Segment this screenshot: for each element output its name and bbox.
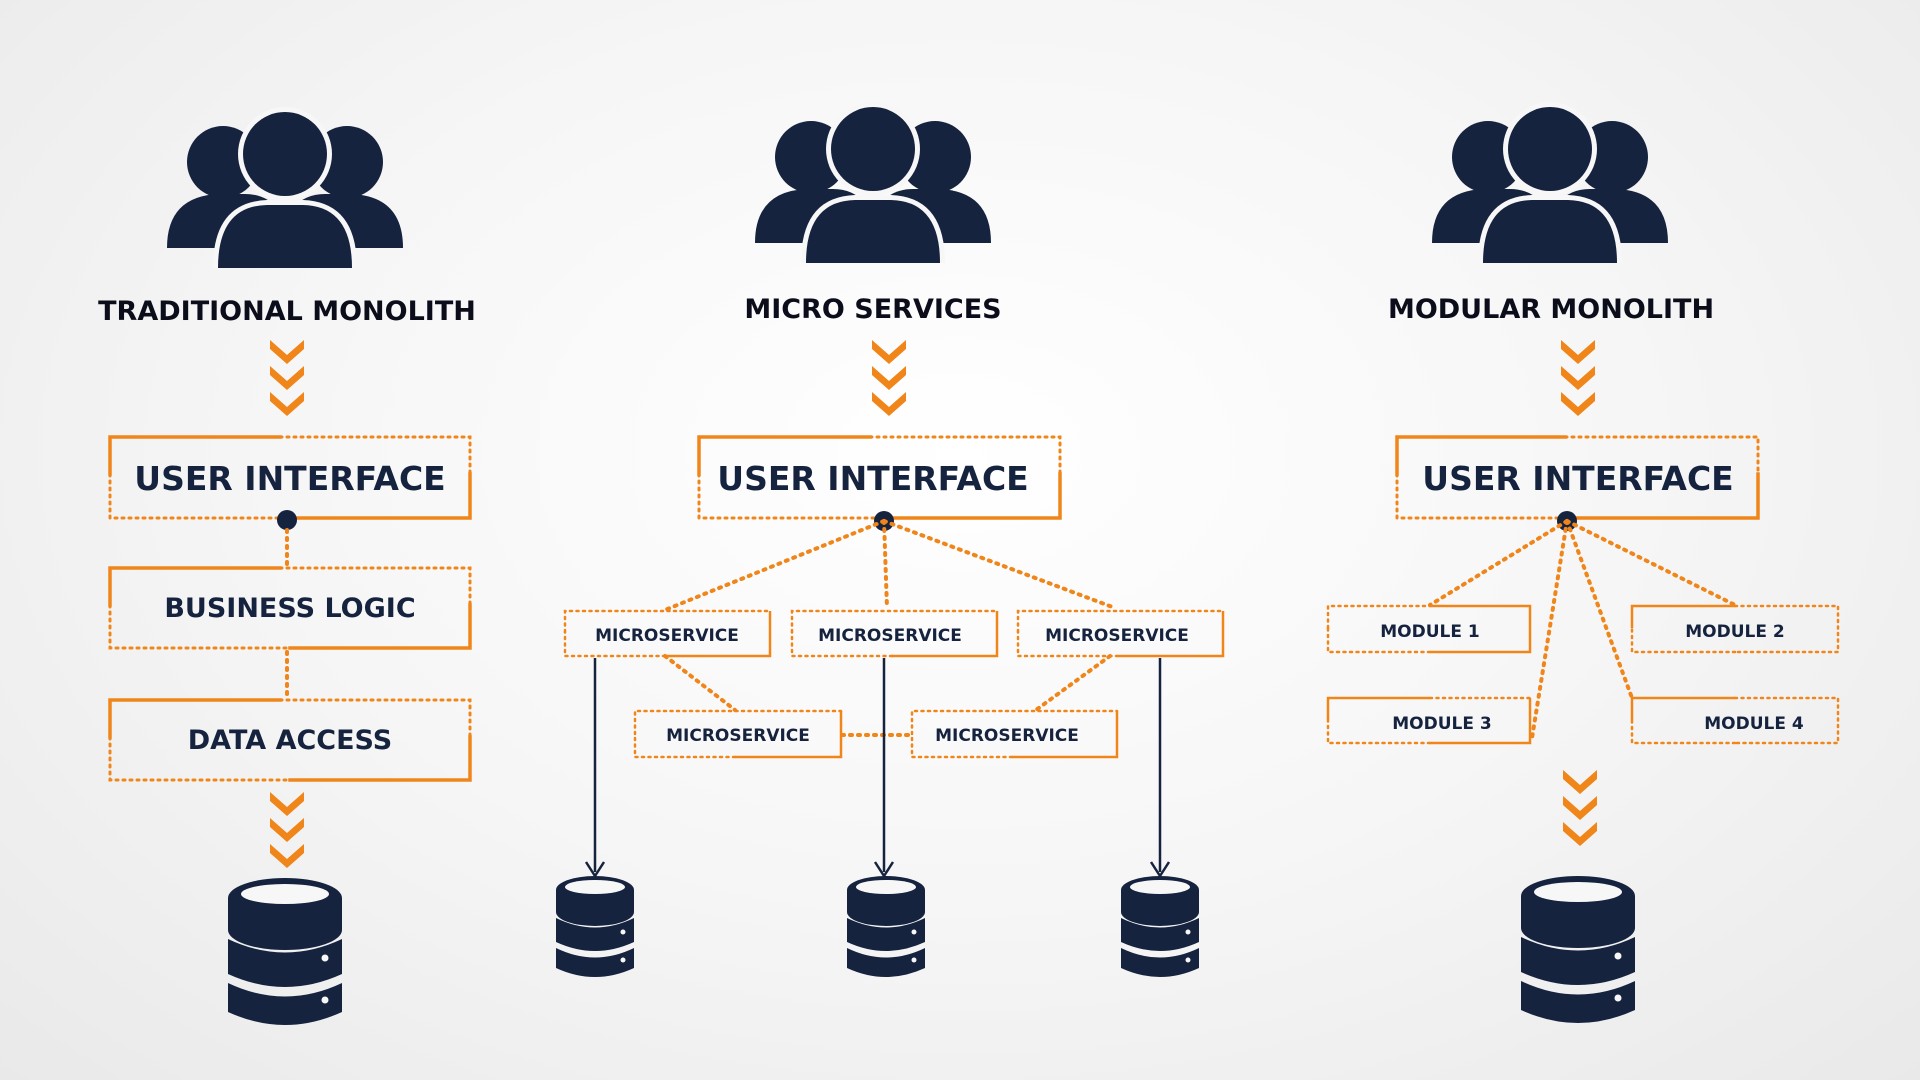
user-interface-label: USER INTERFACE [1422, 459, 1733, 498]
module-box: MODULE 1 [1326, 604, 1532, 654]
chevron-down-icon [872, 340, 906, 416]
users-group-icon [167, 107, 403, 268]
users-group-icon [1432, 102, 1668, 263]
user-interface-box: USER INTERFACE [1395, 435, 1760, 520]
database-icon [556, 876, 634, 977]
microservice-label: MICROSERVICE [595, 626, 739, 646]
module-label: MODULE 4 [1704, 714, 1804, 734]
connection-node [277, 510, 297, 530]
database-icon [847, 876, 925, 977]
module-box: MODULE 4 [1630, 696, 1840, 745]
modular-monolith-column: MODULAR MONOLITH USER INTERFACE MODULE 1… [1326, 102, 1840, 1023]
microservice-box: MICROSERVICE [790, 609, 999, 658]
microservice-box: MICROSERVICE [1016, 609, 1225, 658]
traditional-monolith-title: TRADITIONAL MONOLITH [98, 296, 476, 327]
chevron-down-icon [1561, 340, 1595, 416]
micro-services-title: MICRO SERVICES [744, 294, 1001, 325]
database-icon [1121, 876, 1199, 977]
micro-services-column: MICRO SERVICES USER INTERFACE MICROSERVI… [556, 102, 1225, 977]
microservice-box: MICROSERVICE [563, 609, 772, 658]
business-logic-label: BUSINESS LOGIC [164, 593, 415, 624]
microservice-label: MICROSERVICE [818, 626, 962, 646]
module-label: MODULE 1 [1380, 622, 1479, 642]
user-interface-box: USER INTERFACE [108, 435, 472, 520]
module-label: MODULE 2 [1685, 622, 1784, 642]
arrow-down-icon [873, 658, 895, 879]
microservice-label: MICROSERVICE [1045, 626, 1189, 646]
module-label: MODULE 3 [1392, 714, 1491, 734]
module-box: MODULE 2 [1630, 604, 1840, 654]
chevron-down-icon [270, 792, 304, 868]
user-interface-label: USER INTERFACE [134, 459, 445, 498]
database-icon [1521, 876, 1635, 1023]
data-access-box: DATA ACCESS [108, 698, 472, 782]
data-access-label: DATA ACCESS [188, 725, 392, 756]
module-box: MODULE 3 [1326, 696, 1532, 745]
user-interface-box: USER INTERFACE [697, 435, 1062, 520]
microservice-box: MICROSERVICE [910, 709, 1119, 759]
traditional-monolith-column: TRADITIONAL MONOLITH USER INTERFACE BUSI… [98, 107, 476, 1025]
arrow-down-icon [1149, 658, 1171, 879]
user-interface-label: USER INTERFACE [717, 459, 1028, 498]
chevron-down-icon [1563, 770, 1597, 846]
microservice-label: MICROSERVICE [666, 726, 810, 746]
microservice-label: MICROSERVICE [935, 726, 1079, 746]
modular-monolith-title: MODULAR MONOLITH [1388, 294, 1714, 325]
users-group-icon [755, 102, 991, 263]
business-logic-box: BUSINESS LOGIC [108, 566, 472, 650]
chevron-down-icon [270, 340, 304, 416]
microservice-box: MICROSERVICE [633, 709, 843, 759]
database-icon [228, 878, 342, 1025]
arrow-down-icon [584, 658, 606, 879]
